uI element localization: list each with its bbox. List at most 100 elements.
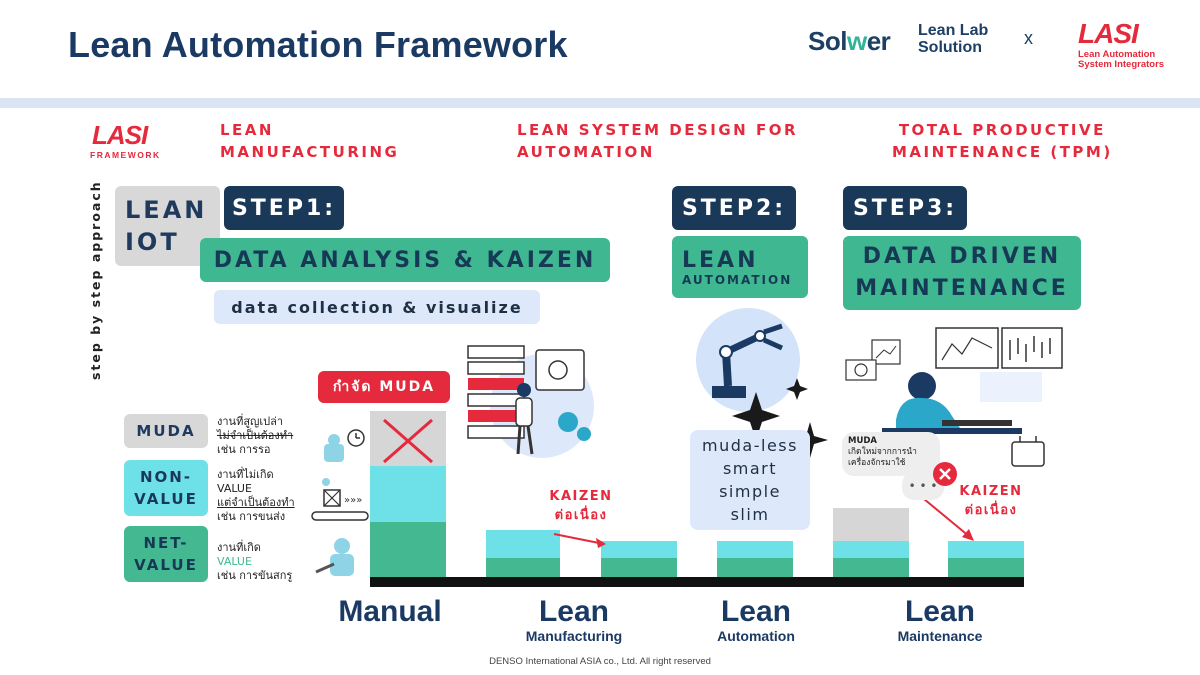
- svg-text:»»»: »»»: [344, 495, 362, 506]
- step3-label: STEP3:: [843, 186, 967, 230]
- bar-non-value-3: [717, 541, 793, 558]
- lasi-logo: LASI: [1078, 18, 1139, 49]
- solwer-logo-part: er: [866, 26, 891, 56]
- feature-item: muda-less: [702, 436, 798, 455]
- lasi-tagline: Lean Automation System Integrators: [1078, 50, 1164, 70]
- legend-muda: MUDA: [124, 414, 208, 448]
- bar-non-value-4: [833, 541, 909, 558]
- legend-desc-line: งานที่เกิด: [217, 541, 261, 554]
- kaizen-line: KAIZEN: [549, 489, 613, 504]
- kaizen-line: ต่อเนื่อง: [964, 503, 1018, 518]
- legend-net-value: NET- VALUE: [124, 526, 208, 582]
- xlabel-small: Automation: [717, 628, 795, 644]
- header-divider: [0, 98, 1200, 108]
- legend-desc-line: แต่จำเป็นต้องทำ: [217, 496, 295, 509]
- sparkle-icon: [792, 422, 828, 458]
- lean-iot-line2: IOT: [125, 228, 180, 256]
- section-heading-lean-system-design: LEAN SYSTEM DESIGN FOR AUTOMATION: [517, 119, 798, 163]
- xlabel-big: Lean: [538, 595, 610, 628]
- legend-desc-line: เช่น การขนส่ง: [217, 510, 286, 523]
- remove-muda-badge: กำจัด MUDA: [318, 371, 450, 403]
- solwer-logo: Solwer: [808, 26, 891, 57]
- bar-net-value-2: [601, 558, 677, 578]
- bar-muda-0: [370, 411, 446, 466]
- chart-baseline: [370, 577, 1024, 587]
- section-heading-line: MANUFACTURING: [220, 143, 400, 161]
- step2-title-line2: AUTOMATION: [682, 272, 793, 287]
- bar-non-value-1: [486, 530, 560, 558]
- framework-logo: LASI: [92, 120, 148, 150]
- legend-desc-line: เช่น การรอ: [217, 443, 271, 456]
- feature-item: slim: [730, 505, 770, 524]
- legend-label-line: VALUE: [134, 490, 198, 508]
- section-heading-lean-manufacturing: LEAN MANUFACTURING: [220, 119, 399, 163]
- waiting-operator-icon: [324, 429, 365, 462]
- bar-muda-4: [833, 508, 909, 541]
- step2-feature-list: muda-less smart simple slim: [690, 430, 810, 530]
- footer-copyright: DENSO International ASIA co., Ltd. All r…: [489, 656, 711, 667]
- lean-lab-line1: Lean Lab: [918, 22, 989, 39]
- step1-subtitle: data collection & visualize: [214, 290, 540, 324]
- legend-non-value-desc: งานที่ไม่เกิด VALUE แต่จำเป็นต้องทำ เช่น…: [217, 468, 295, 524]
- xlabel-manual: Manual: [325, 596, 455, 628]
- bar-non-value-5: [948, 541, 1024, 558]
- solwer-logo-part: Sol: [808, 26, 847, 56]
- section-heading-line: AUTOMATION: [517, 143, 655, 161]
- conveyor-icon: »»»: [311, 478, 369, 521]
- server-icon: [467, 345, 594, 458]
- section-heading-line: TOTAL PRODUCTIVE: [898, 121, 1106, 139]
- step2-label: STEP2:: [672, 186, 796, 230]
- bubble-line: เครื่องจักรมาใช้: [848, 458, 906, 468]
- robot-arm-icon: [696, 308, 808, 436]
- bar-non-value-0: [370, 466, 446, 522]
- legend-desc-line: เช่น การขันสกรู: [217, 569, 293, 582]
- page-title: Lean Automation Framework: [68, 24, 568, 65]
- lean-lab-line2: Solution: [918, 39, 982, 56]
- xlabel-lean-manufacturing: Lean Manufacturing: [504, 595, 644, 645]
- step3-title: DATA DRIVEN MAINTENANCE: [843, 236, 1081, 310]
- bar-net-value-1: [486, 558, 560, 578]
- xlabel-big: Lean: [720, 595, 792, 628]
- feature-item: smart: [722, 459, 778, 478]
- kaizen-line: ต่อเนื่อง: [554, 508, 608, 523]
- kaizen-arrow-1: [553, 533, 606, 548]
- xlabel-big: Manual: [338, 595, 442, 628]
- bubble-line: MUDA: [848, 436, 877, 446]
- xlabel-big: Lean: [904, 595, 976, 628]
- kaizen-label-2: KAIZEN ต่อเนื่อง: [950, 482, 1032, 520]
- legend-non-value: NON- VALUE: [124, 460, 208, 516]
- bar-net-value-0: [370, 522, 446, 578]
- error-icon: [933, 462, 957, 486]
- lean-lab-logo: Lean Lab Solution: [918, 22, 988, 56]
- step2-title: LEAN AUTOMATION: [672, 236, 808, 298]
- legend-label-line: VALUE: [134, 556, 198, 574]
- section-heading-line: LEAN: [220, 121, 274, 139]
- screwdriver-operator-icon: [315, 538, 354, 576]
- step2-title-line1: LEAN: [682, 247, 759, 273]
- section-heading-tpm: TOTAL PRODUCTIVE MAINTENANCE (TPM): [892, 119, 1113, 163]
- bar-net-value-3: [717, 558, 793, 578]
- lasi-tagline-line2: System Integrators: [1078, 59, 1165, 70]
- solwer-logo-accent: w: [846, 26, 867, 56]
- lasi-tagline-line1: Lean Automation: [1078, 49, 1156, 60]
- step3-title-line2: MAINTENANCE: [855, 276, 1069, 301]
- step1-title: DATA ANALYSIS & KAIZEN: [200, 238, 610, 282]
- xlabel-small: Manufacturing: [525, 628, 623, 644]
- lean-iot-line1: LEAN: [125, 196, 208, 224]
- step3-title-line1: DATA DRIVEN: [862, 244, 1062, 269]
- step1-label: STEP1:: [224, 186, 344, 230]
- legend-label-line: NON-: [139, 468, 193, 486]
- engineer-icon: [845, 327, 1063, 467]
- bubble-line: เกิดใหม่จากการนำ: [848, 447, 917, 457]
- section-heading-line: MAINTENANCE (TPM): [892, 143, 1113, 161]
- bar-net-value-5: [948, 558, 1024, 578]
- framework-logo-sub: FRAMEWORK: [90, 150, 161, 160]
- bar-non-value-2: [601, 541, 677, 558]
- legend-muda-desc: งานที่สูญเปล่า ไม่จำเป็นต้องทำ เช่น การร…: [217, 415, 293, 457]
- cross-icon: [383, 418, 433, 464]
- collab-x: x: [1024, 28, 1033, 48]
- kaizen-line: KAIZEN: [959, 484, 1023, 499]
- xlabel-lean-maintenance: Lean Maintenance: [880, 595, 1000, 645]
- feature-item: simple: [719, 482, 781, 501]
